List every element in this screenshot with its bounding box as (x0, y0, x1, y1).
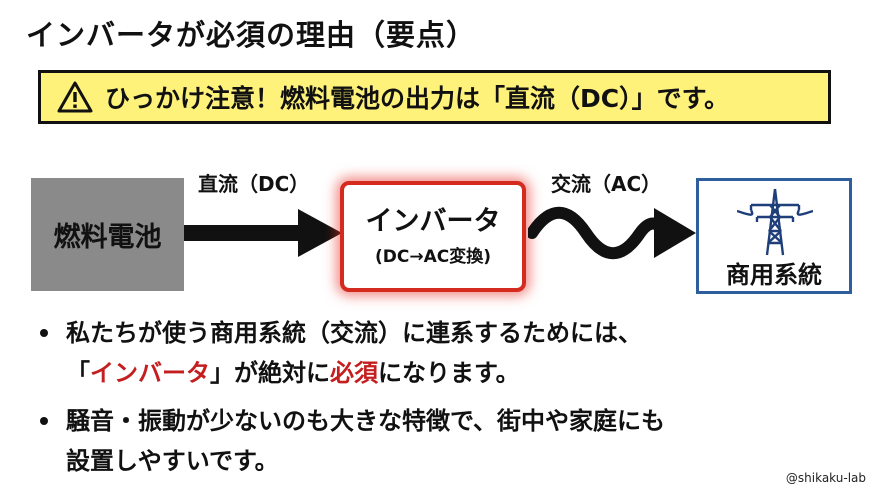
bullet-item: 騒音・振動が少ないのも大きな特徴で、街中や家庭にも 設置しやすいです。 (26, 401, 665, 481)
credit-watermark: @shikaku-lab (785, 471, 866, 485)
grid-box: 商用系統 (696, 178, 852, 294)
highlight-required: 必須 (330, 359, 378, 387)
dc-arrow (184, 209, 342, 257)
bullet-dot (40, 417, 48, 425)
bullet-2-line-1: 騒音・振動が少ないのも大きな特徴で、街中や家庭にも (66, 407, 666, 435)
fuel-cell-label: 燃料電池 (53, 222, 162, 253)
bullet-1-line-1: 私たちが使う商用系統（交流）に連系するためには、 (66, 319, 642, 347)
inverter-box: インバータ (DC→AC変換) (340, 181, 526, 292)
bullet-1-bracket-open: 「 (66, 359, 90, 387)
fuel-cell-box: 燃料電池 (31, 178, 184, 291)
bullet-item: 私たちが使う商用系統（交流）に連系するためには、 「インバータ」が絶対に必須にな… (26, 313, 665, 393)
highlight-inverter: インバータ (90, 359, 210, 387)
grid-label: 商用系統 (726, 261, 822, 289)
bullet-1-mid: 」が絶対に (210, 359, 330, 387)
bullet-list: 私たちが使う商用系統（交流）に連系するためには、 「インバータ」が絶対に必須にな… (26, 313, 665, 481)
bullet-dot (40, 329, 48, 337)
inverter-sublabel: (DC→AC変換) (374, 247, 491, 268)
power-tower-icon (737, 188, 813, 256)
ac-wave-arrow (528, 206, 696, 260)
page-title: インバータが必須の理由（要点） (26, 18, 477, 52)
inverter-label: インバータ (365, 205, 501, 237)
bullet-1-end: になります。 (378, 359, 520, 387)
warning-icon (57, 81, 93, 113)
bullet-2-line-2: 設置しやすいです。 (66, 447, 279, 475)
warning-banner: ひっかけ注意！燃料電池の出力は「直流（DC）」です。 (38, 70, 831, 124)
warning-text: ひっかけ注意！燃料電池の出力は「直流（DC）」です。 (105, 84, 730, 113)
bullet-1-line-2: 「インバータ」が絶対に必須になります。 (66, 359, 520, 387)
dc-link-label: 直流（DC） (198, 172, 310, 196)
ac-link-label: 交流（AC） (551, 172, 662, 196)
